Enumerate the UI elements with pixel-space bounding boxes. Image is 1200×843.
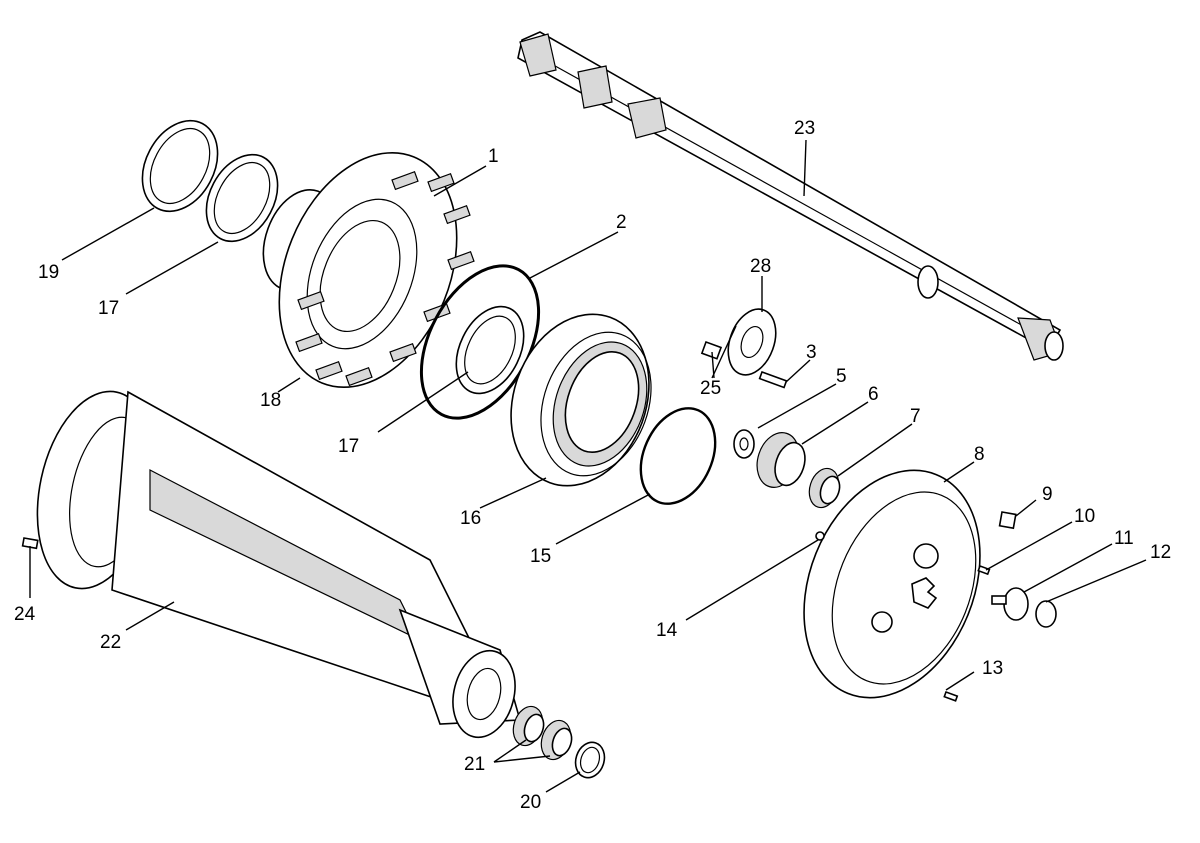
callout-14: 14 (656, 620, 678, 641)
callout-20: 20 (520, 792, 541, 813)
callout-3: 3 (806, 342, 817, 363)
callout-10: 10 (1074, 506, 1095, 527)
callout-17-lower: 17 (338, 436, 359, 457)
callout-5: 5 (836, 366, 847, 387)
callout-21: 21 (464, 754, 485, 775)
callout-23: 23 (794, 118, 815, 139)
callout-19: 19 (38, 262, 59, 283)
callout-1: 1 (488, 146, 499, 167)
callout-15: 15 (530, 546, 551, 567)
part-15-o-ring (639, 407, 717, 505)
callout-7: 7 (910, 406, 921, 427)
part-9-plug (998, 511, 1017, 530)
callout-6: 6 (868, 384, 879, 405)
part-17-seal-upper (205, 153, 279, 243)
callout-17-upper: 17 (98, 298, 119, 319)
callout-16: 16 (460, 508, 481, 529)
part-11-drain-plug (991, 587, 1029, 621)
callout-25: 25 (700, 378, 721, 399)
callout-24: 24 (14, 604, 36, 625)
part-7-needle-bearing (808, 467, 841, 509)
callout-28: 28 (750, 256, 771, 277)
part-22-axle-housing (36, 390, 522, 739)
callout-labels: 1 2 3 5 6 7 8 9 10 11 12 13 14 15 16 17 … (14, 118, 1171, 813)
callout-9: 9 (1042, 484, 1053, 505)
part-25-pin (700, 340, 723, 360)
part-21-bearings (512, 705, 573, 761)
part-14-pin (815, 531, 825, 541)
callout-8: 8 (974, 444, 985, 465)
part-17-seal-middle (455, 305, 525, 395)
part-23-axle-shaft (517, 31, 1064, 361)
callout-11: 11 (1114, 528, 1134, 549)
part-12-cap (1035, 600, 1057, 628)
callout-2: 2 (616, 212, 627, 233)
part-3-bolt (758, 370, 788, 389)
callout-18: 18 (260, 390, 281, 411)
part-6-planet-gear (756, 432, 806, 488)
part-13-screw (943, 690, 959, 702)
part-28-thrust-plate (727, 308, 777, 376)
hub-wheel-studs (295, 171, 475, 387)
callout-12: 12 (1150, 542, 1171, 563)
part-19-seal-ring (141, 119, 219, 213)
callout-22: 22 (100, 632, 121, 653)
part-20-snap-ring (574, 741, 606, 779)
part-16-ring-gear (510, 313, 652, 487)
leader-lines (29, 139, 1147, 793)
part-10-screw (977, 564, 991, 576)
callout-13: 13 (982, 658, 1003, 679)
shaft-spline (519, 33, 667, 139)
part-8-planet-carrier (803, 469, 981, 699)
part-18-wheel-hub (262, 151, 475, 389)
part-5-washer (733, 429, 755, 459)
